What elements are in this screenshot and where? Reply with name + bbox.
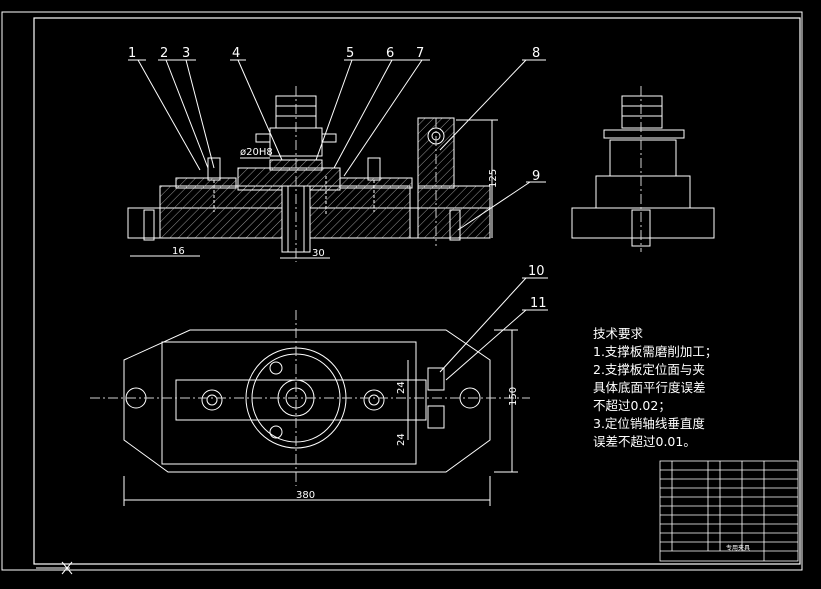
technical-requirements: 技术要求 1.支撑板需磨削加工； 2.支撑板定位面与夹 具体底面平行度误差 不超…	[593, 325, 717, 451]
balloon-3: 3	[182, 46, 190, 61]
inner-frame	[33, 17, 801, 565]
dim-24-bottom: 24	[396, 433, 407, 446]
balloon-4: 4	[232, 46, 240, 61]
dim-125: 125	[488, 169, 499, 188]
dim-bore-fit: ø20H8	[240, 147, 273, 158]
dim-24-top: 24	[396, 381, 407, 394]
balloon-7: 7	[416, 46, 424, 61]
balloon-5: 5	[346, 46, 354, 61]
dim-16: 16	[172, 246, 185, 257]
side-view	[571, 86, 715, 252]
notes-title: 技术要求	[593, 326, 644, 341]
dim-30: 30	[312, 248, 325, 259]
note-line-1: 1.支撑板需磨削加工；	[593, 344, 718, 359]
front-view	[127, 59, 546, 262]
balloon-1: 1	[128, 46, 136, 61]
note-line-2: 2.支撑板定位面与夹	[593, 362, 705, 377]
balloon-11: 11	[530, 296, 547, 311]
dim-380: 380	[296, 490, 315, 501]
title-block-name: 专用夹具	[726, 544, 750, 552]
dim-150: 150	[508, 387, 519, 406]
balloon-9: 9	[532, 169, 540, 184]
ucs-icon	[36, 561, 73, 575]
balloon-2: 2	[160, 46, 168, 61]
note-line-5: 3.定位销轴线垂直度	[593, 416, 705, 431]
note-line-3: 具体底面平行度误差	[593, 380, 706, 395]
outer-frame	[1, 11, 803, 571]
balloon-10: 10	[528, 264, 545, 279]
title-block	[659, 460, 799, 562]
top-view	[90, 277, 548, 506]
balloon-6: 6	[386, 46, 394, 61]
note-line-6: 误差不超过0.01。	[593, 434, 696, 449]
balloon-8: 8	[532, 46, 540, 61]
note-line-4: 不超过0.02；	[593, 398, 671, 413]
